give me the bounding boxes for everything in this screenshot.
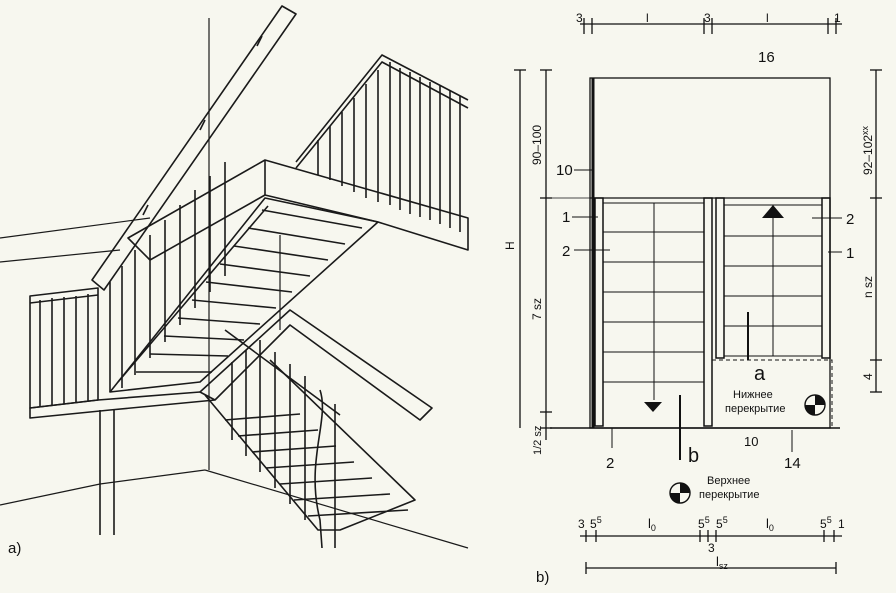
top-dim-1-right: 1 [834,11,841,25]
upper-landing [127,159,469,261]
upper-railing [295,54,469,232]
bottom-dim-lsz: lsz [716,554,728,571]
mark-14-bottom: 14 [784,455,801,472]
bottom-dim-3-left: 3 [578,517,585,531]
dim-n-sz: n sz [861,276,875,298]
lower-floor-level-marker-icon [804,394,826,416]
upper-flight [109,197,379,393]
upper-flight-balusters [109,162,226,392]
left-flight-treads [603,202,704,400]
point-a: a [754,363,766,385]
mark-2-bottom: 2 [606,455,614,472]
top-dim-3-mid: 3 [704,11,711,25]
main-handrail [91,5,297,291]
mark-10-bottom: 10 [744,434,758,449]
bottom-dim-5-5-a: 55 [590,515,602,531]
upper-floor-line1: Верхнее [707,475,750,487]
mark-1-left: 1 [562,209,570,226]
bottom-dim-5-5-c: 55 [716,515,728,531]
top-dim-3-left: 3 [576,11,583,25]
bottom-dim-5-5-d: 55 [820,515,832,531]
dim-half-sz: 1/2 sz [532,426,544,455]
up-arrow-icon [762,205,784,218]
staircase-perspective [0,5,469,549]
staircase-plan [514,18,882,574]
bottom-dim-5-5-b: 55 [698,515,710,531]
dim-H: H [503,241,517,250]
lower-floor-line2: перекрытие [725,403,785,415]
top-dim-l-right: l [766,11,769,25]
dim-4: 4 [861,373,875,380]
dim-92-102: 92–102xx [860,125,875,175]
mark-10-wall: 10 [556,162,573,179]
top-dim-l-left: l [646,11,649,25]
mark-16: 16 [758,49,775,66]
right-flight-treads [724,204,822,357]
mark-1-right: 1 [846,245,854,262]
dim-90-100: 90–100 [530,125,544,165]
bottom-dim-lo-left: l0 [648,516,656,533]
down-arrow-icon [644,402,662,412]
bottom-dim-lo-right: l0 [766,516,774,533]
upper-floor-level-marker-icon [669,482,691,504]
room-walls [0,18,469,549]
bottom-dim-3-mid: 3 [708,541,715,555]
mark-2-right: 2 [846,211,854,228]
upper-floor-line2: перекрытие [699,489,759,501]
bottom-dim-1-right: 1 [838,517,845,531]
point-b: b [688,445,699,467]
lower-floor-line1: Нижнее [733,389,773,401]
panel-b-label: b) [536,569,549,586]
dim-7sz: 7 sz [530,298,544,320]
panel-a-label: a) [8,540,21,557]
lower-flight [199,309,433,549]
mark-2-left: 2 [562,243,570,260]
